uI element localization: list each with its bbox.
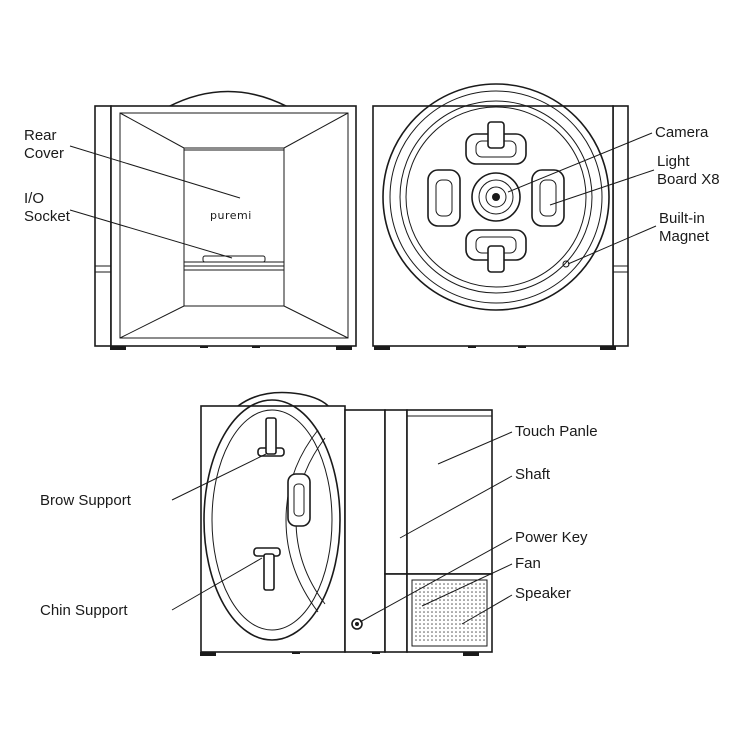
label-io-socket: I/O Socket — [24, 190, 71, 225]
label-shaft: Shaft — [515, 466, 551, 483]
pointer-rear-cover — [69, 145, 241, 199]
rear-view-drawing — [94, 90, 357, 350]
front-view-drawing — [372, 83, 629, 350]
label-brow-support: Brow Support — [40, 492, 132, 509]
pointer-camera — [507, 132, 653, 193]
speaker-grille-dots — [415, 583, 485, 641]
label-magnet: Built-in Magnet — [659, 210, 710, 245]
pointer-speaker — [461, 594, 513, 625]
label-light-board: Light Board X8 — [657, 153, 720, 188]
pointer-io-socket — [69, 209, 233, 259]
pointer-light-board — [549, 169, 655, 206]
label-fan: Fan — [515, 555, 541, 572]
pointer-shaft — [399, 475, 513, 539]
pointer-brow-support — [171, 453, 267, 501]
label-camera: Camera — [655, 124, 709, 141]
label-touch-panel: Touch Panle — [515, 423, 598, 440]
speaker-grille — [411, 579, 488, 647]
pointer-magnet — [567, 225, 657, 265]
label-power-key: Power Key — [515, 529, 588, 546]
label-rear-cover: Rear Cover — [24, 127, 64, 162]
pointer-fan — [421, 563, 513, 607]
label-speaker: Speaker — [515, 585, 571, 602]
side-view-drawing — [200, 391, 493, 656]
pointer-touch-panel — [437, 431, 513, 465]
pointer-chin-support — [171, 557, 263, 611]
label-chin-support: Chin Support — [40, 602, 128, 619]
brand-logo: puremi — [210, 209, 252, 222]
pointer-power-key — [359, 537, 513, 623]
